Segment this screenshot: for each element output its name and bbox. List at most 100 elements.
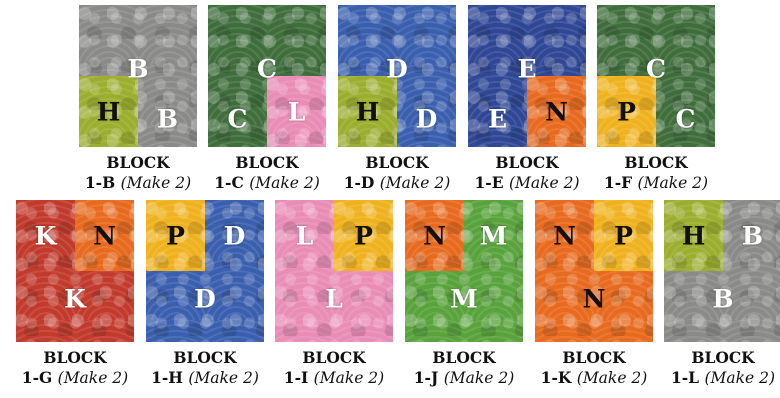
corner-square: P: [146, 200, 205, 271]
corner-square: L: [267, 76, 326, 147]
corner-fabric-letter: P: [354, 223, 373, 248]
make-count-note: (Make 2): [509, 174, 580, 192]
block-id: 1-H: [151, 368, 188, 387]
block-id: 1-G: [22, 368, 58, 387]
main-fabric-letter: E: [517, 56, 536, 81]
corner-square: N: [75, 200, 134, 271]
main-fabric-letter: L: [325, 287, 343, 312]
main-fabric-letter: K: [64, 287, 86, 312]
make-count-note: (Make 2): [121, 174, 192, 192]
secondary-fabric-letter: L: [296, 223, 314, 248]
make-count-note: (Make 2): [380, 174, 451, 192]
block-id: 1-B: [85, 173, 121, 192]
caption-heading: BLOCK: [458, 153, 596, 173]
corner-fabric-letter: L: [288, 99, 306, 124]
caption-heading: BLOCK: [136, 348, 274, 368]
caption-heading: BLOCK: [198, 153, 336, 173]
corner-square: P: [334, 200, 393, 271]
secondary-fabric-letter: K: [35, 223, 57, 248]
block-id: 1-E: [475, 173, 509, 192]
secondary-fabric-letter: C: [228, 106, 248, 131]
caption-heading: BLOCK: [6, 348, 144, 368]
block-id: 1-K: [541, 368, 577, 387]
make-count-note: (Make 2): [444, 369, 515, 387]
main-fabric-letter: M: [450, 287, 478, 312]
secondary-fabric-letter: C: [676, 106, 696, 131]
corner-fabric-letter: P: [614, 223, 633, 248]
make-count-note: (Make 2): [314, 369, 385, 387]
corner-fabric-letter: N: [423, 223, 446, 248]
secondary-fabric-letter: N: [553, 223, 576, 248]
make-count-note: (Make 2): [704, 369, 775, 387]
secondary-fabric-letter: B: [157, 106, 178, 131]
block-id: 1-J: [414, 368, 444, 387]
secondary-fabric-letter: M: [480, 223, 508, 248]
caption-heading: BLOCK: [328, 153, 466, 173]
block-id: 1-C: [214, 173, 249, 192]
corner-square: P: [594, 200, 653, 271]
corner-square: N: [527, 76, 586, 147]
block-swatch: P L L: [275, 200, 393, 342]
secondary-fabric-letter: D: [416, 106, 438, 131]
corner-square: H: [338, 76, 397, 147]
corner-square: P: [597, 76, 656, 147]
secondary-fabric-letter: D: [224, 223, 246, 248]
main-fabric-letter: B: [127, 56, 148, 81]
main-fabric-letter: B: [712, 287, 733, 312]
block-id: 1-D: [344, 173, 380, 192]
make-count-note: (Make 2): [188, 369, 259, 387]
corner-fabric-letter: P: [617, 99, 636, 124]
make-count-note: (Make 2): [58, 369, 129, 387]
corner-fabric-letter: N: [93, 223, 116, 248]
caption-heading: BLOCK: [654, 348, 780, 368]
block-id: 1-L: [671, 368, 705, 387]
main-fabric-letter: C: [646, 56, 666, 81]
corner-fabric-letter: N: [545, 99, 568, 124]
caption-heading: BLOCK: [395, 348, 533, 368]
make-count-note: (Make 2): [577, 369, 648, 387]
main-fabric-letter: D: [194, 287, 216, 312]
block-id: 1-F: [604, 173, 638, 192]
block-id: 1-I: [284, 368, 314, 387]
caption-heading: BLOCK: [525, 348, 663, 368]
block-swatch: N M M: [405, 200, 523, 342]
corner-square: H: [79, 76, 138, 147]
make-count-note: (Make 2): [638, 174, 709, 192]
corner-fabric-letter: H: [97, 99, 121, 124]
caption-heading: BLOCK: [265, 348, 403, 368]
caption-heading: BLOCK: [587, 153, 725, 173]
corner-square: N: [405, 200, 464, 271]
secondary-fabric-letter: B: [742, 223, 763, 248]
corner-fabric-letter: H: [356, 99, 380, 124]
